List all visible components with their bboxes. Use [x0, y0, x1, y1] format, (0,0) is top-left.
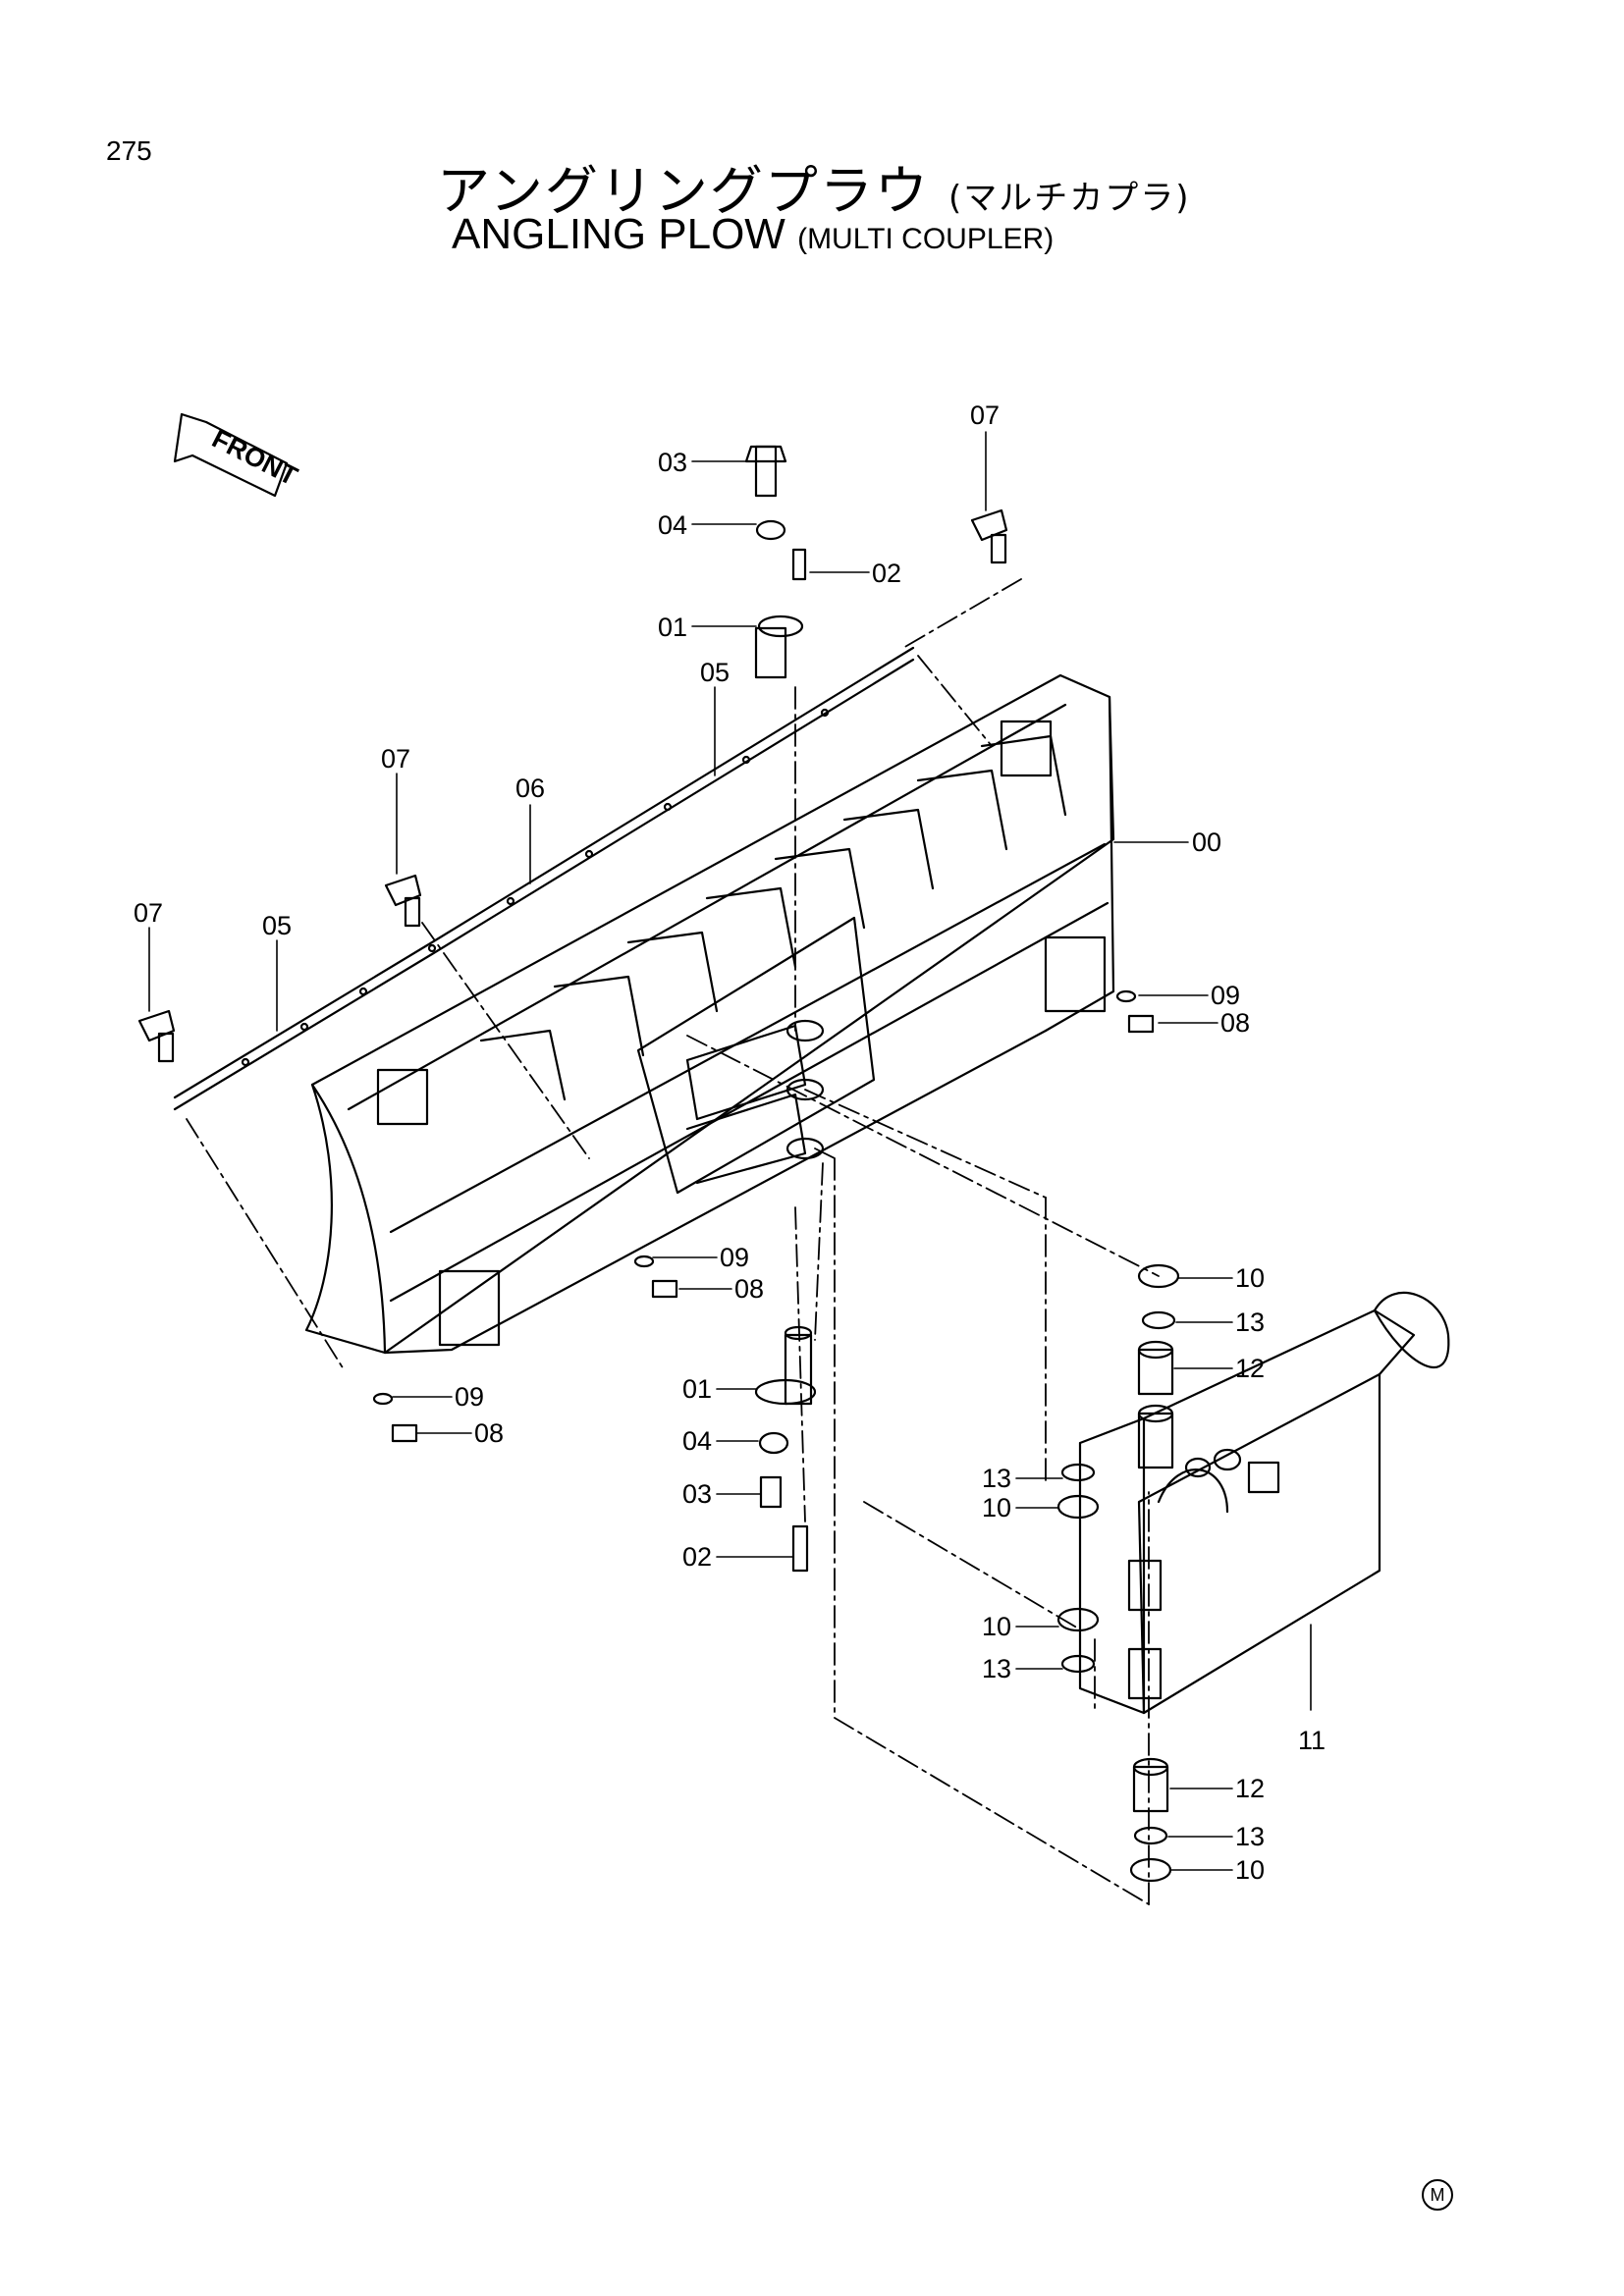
title-jp-sub: (マルチカプラ): [948, 179, 1191, 218]
callout-label: 13: [1235, 1822, 1265, 1851]
bushings-washers: [1056, 1263, 1180, 1883]
callout-label: 10: [982, 1493, 1011, 1522]
callout-label: 02: [872, 559, 901, 588]
plow-blade: [304, 673, 1115, 1355]
upper-pin-assembly: [744, 445, 807, 679]
bolt-icon: [137, 508, 1008, 1063]
page-number: 275: [106, 135, 152, 166]
callout-label: 03: [682, 1479, 712, 1509]
callout-label: 00: [1192, 828, 1221, 857]
callout-label: 05: [262, 911, 292, 940]
blade-ribs: [479, 734, 1067, 1101]
callout-label: 07: [134, 898, 163, 928]
callout-label: 13: [982, 1464, 1011, 1493]
callout-label: 04: [658, 510, 687, 540]
title-japanese: アングリングプラウ (マルチカプラ): [437, 147, 1191, 225]
callout-label: 03: [658, 448, 687, 477]
callout-label: 07: [970, 400, 1000, 430]
cutting-edge: [173, 646, 915, 1111]
callout-label: 04: [682, 1426, 712, 1456]
callout-label: 05: [700, 658, 730, 687]
multi-coupler: [1078, 1291, 1450, 1715]
callout-label: 09: [1211, 981, 1240, 1010]
leader-lines: [148, 431, 1312, 1871]
callout-label: 06: [515, 774, 545, 803]
callout-label: 12: [1235, 1774, 1265, 1803]
corner-mark: M: [1422, 2179, 1453, 2211]
front-arrow-icon: FRONT: [173, 412, 302, 498]
callout-label: 09: [720, 1243, 749, 1272]
title-en-main: ANGLING PLOW: [452, 210, 785, 258]
callout-label: 01: [658, 613, 687, 642]
callout-label: 13: [1235, 1308, 1265, 1337]
callout-labels: 03 04 02 01 07 05 07 06 07 05 00 09 08 0…: [134, 400, 1326, 1885]
callout-label: 09: [455, 1382, 484, 1412]
nut-washer-icons: [372, 989, 1155, 1443]
center-frame: [636, 916, 876, 1195]
callout-label: 07: [381, 744, 410, 774]
callout-label: 13: [982, 1654, 1011, 1683]
title-jp-main: アングリングプラウ: [437, 160, 930, 222]
callout-label: 02: [682, 1542, 712, 1572]
title-english: ANGLING PLOW (MULTI COUPLER): [452, 210, 1054, 259]
callout-label: 08: [474, 1418, 504, 1448]
callout-label: 10: [982, 1612, 1011, 1641]
callout-label: 12: [1235, 1354, 1265, 1383]
callout-label: 10: [1235, 1263, 1265, 1293]
lower-pin-assembly: [754, 1325, 817, 1573]
callout-label: 10: [1235, 1855, 1265, 1885]
callout-label: 01: [682, 1374, 712, 1404]
title-en-sub: (MULTI COUPLER): [797, 223, 1055, 255]
callout-label: 08: [734, 1274, 764, 1304]
assembly-lines: [186, 578, 1160, 1905]
callout-label: 11: [1298, 1726, 1326, 1755]
callout-label: 08: [1220, 1008, 1250, 1038]
